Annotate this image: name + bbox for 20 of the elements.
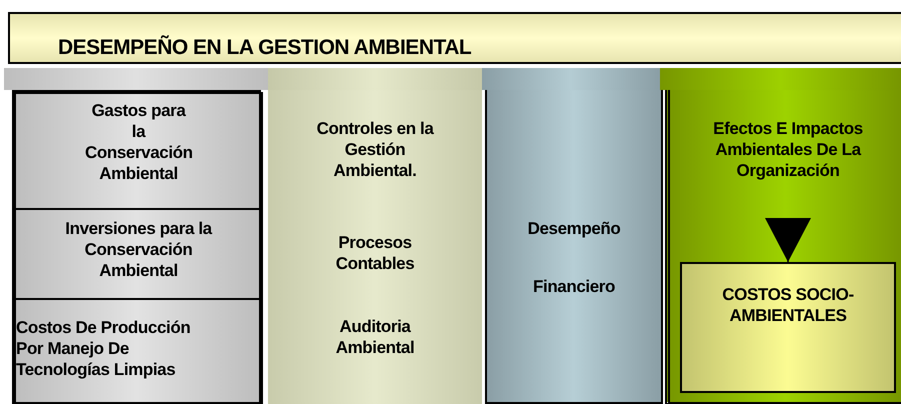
diagram-title: DESEMPEÑO EN LA GESTION AMBIENTAL	[58, 36, 472, 60]
node-label: Procesos Contables	[334, 232, 416, 274]
node-label: COSTOS SOCIO-AMBIENTALES	[721, 284, 855, 326]
heading-text: Efectos E Impactos Ambientales De La Organización	[712, 118, 864, 181]
node-label: Desempeño	[526, 218, 622, 239]
category-box	[14, 92, 263, 210]
result-box	[680, 262, 896, 393]
column-panel	[268, 90, 482, 404]
category-box	[14, 208, 263, 300]
node-label: Gastos para la Conservación Ambiental	[84, 100, 194, 184]
node-label: Controles en la Gestión Ambiental.	[316, 118, 435, 181]
arrow	[765, 218, 811, 262]
node-label: Costos De Producción Por Manejo De Tecnologías Limpias	[16, 317, 192, 380]
column-panel	[485, 90, 663, 404]
node-label: Financiero	[532, 276, 616, 297]
node-label: Auditoria Ambiental	[334, 316, 416, 358]
column-panel	[12, 90, 261, 404]
category-box	[14, 298, 263, 404]
node-label: Inversiones para la Conservación Ambiental	[64, 218, 214, 281]
column-panel	[665, 90, 901, 404]
